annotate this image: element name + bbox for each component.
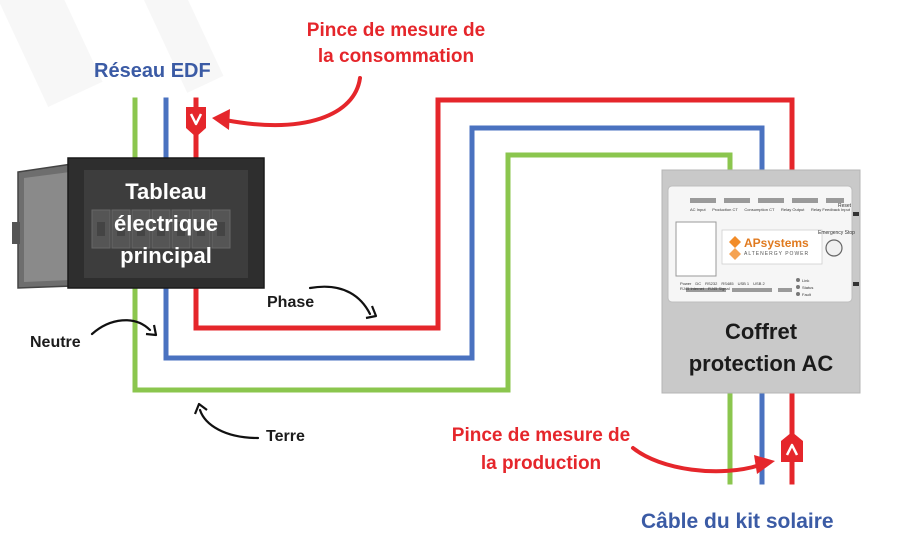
- pince-conso-label: Pince de mesure de la consommation: [286, 18, 506, 70]
- arrow-neutre: [90, 319, 158, 337]
- device-top-labels: AC Input Production CT Consumption CT Re…: [690, 207, 850, 212]
- device-bottom-labels: Power DC RS232 RS485 USB 1 USB 2 RJ45 In…: [680, 281, 792, 291]
- device-bottom-label: Power: [680, 281, 692, 286]
- tableau-line3: principal: [120, 243, 212, 268]
- device-status-labels: Link Status Fault: [802, 277, 813, 298]
- pince-prod-line1: Pince de mesure de: [451, 425, 631, 446]
- device-bottom-label: USB 1: [737, 281, 750, 286]
- coffret-line1: Coffret: [724, 319, 798, 344]
- device-emergency-label: Emergency Stop: [818, 230, 855, 236]
- coffret-label: Coffret protection AC: [662, 316, 860, 380]
- reseau-edf-label: Réseau EDF: [94, 60, 211, 82]
- main-electrical-panel: [12, 157, 265, 289]
- device-bottom-label: RS232: [705, 281, 718, 286]
- device-top-label: AC Input: [690, 207, 706, 212]
- device-bottom-label: RJ45 Signal: [708, 286, 730, 291]
- arrow-phase: [308, 285, 378, 320]
- device-bottom-label: RJ45 Internet: [680, 286, 705, 291]
- device-top-label: Production CT: [712, 207, 738, 212]
- earth-wire: [132, 97, 733, 485]
- device-top-label: Consumption CT: [744, 207, 775, 212]
- tableau-line1: Tableau: [125, 179, 207, 204]
- cable-kit-solaire-label: Câble du kit solaire: [641, 510, 834, 533]
- watermark-shape: [0, 0, 224, 108]
- device-top-label: Relay Feedback Input: [811, 207, 850, 212]
- phase-label: Phase: [267, 294, 315, 311]
- pince-conso-line1: Pince de mesure de: [306, 20, 486, 41]
- device-status-label: Fault: [802, 292, 811, 297]
- device-tagline: ALTENERGY POWER: [744, 251, 810, 257]
- neutre-label: Neutre: [30, 334, 81, 351]
- tableau-line2: électrique: [114, 211, 218, 236]
- pince-prod-label: Pince de mesure de la production: [430, 422, 652, 478]
- device-status-label: Link: [802, 278, 810, 283]
- terre-label: Terre: [266, 428, 305, 445]
- device-reset-label: Reset: [838, 203, 852, 209]
- arrow-pince-prod: [631, 446, 775, 474]
- device-status-label: Status: [802, 285, 814, 290]
- production-clamp-icon: [781, 432, 803, 462]
- arrow-terre: [193, 402, 260, 440]
- ac-protection-box: [661, 169, 861, 394]
- tableau-label: Tableau électrique principal: [82, 176, 250, 272]
- device-bottom-label: RS485: [721, 281, 734, 286]
- device-bottom-label: DC: [695, 281, 702, 286]
- coffret-line2: protection AC: [688, 351, 834, 376]
- consumption-clamp-icon: [186, 107, 206, 137]
- pince-prod-line2: la production: [480, 453, 602, 474]
- arrow-pince-conso: [212, 76, 362, 130]
- apsystems-logo-icon: [729, 236, 741, 260]
- emergency-stop-icon: [825, 239, 843, 257]
- device-top-label: Relay Output: [781, 207, 805, 212]
- device-bottom-label: USB 2: [753, 281, 765, 286]
- device-brand: APsystems: [744, 236, 809, 250]
- pince-conso-line2: la consommation: [317, 46, 475, 67]
